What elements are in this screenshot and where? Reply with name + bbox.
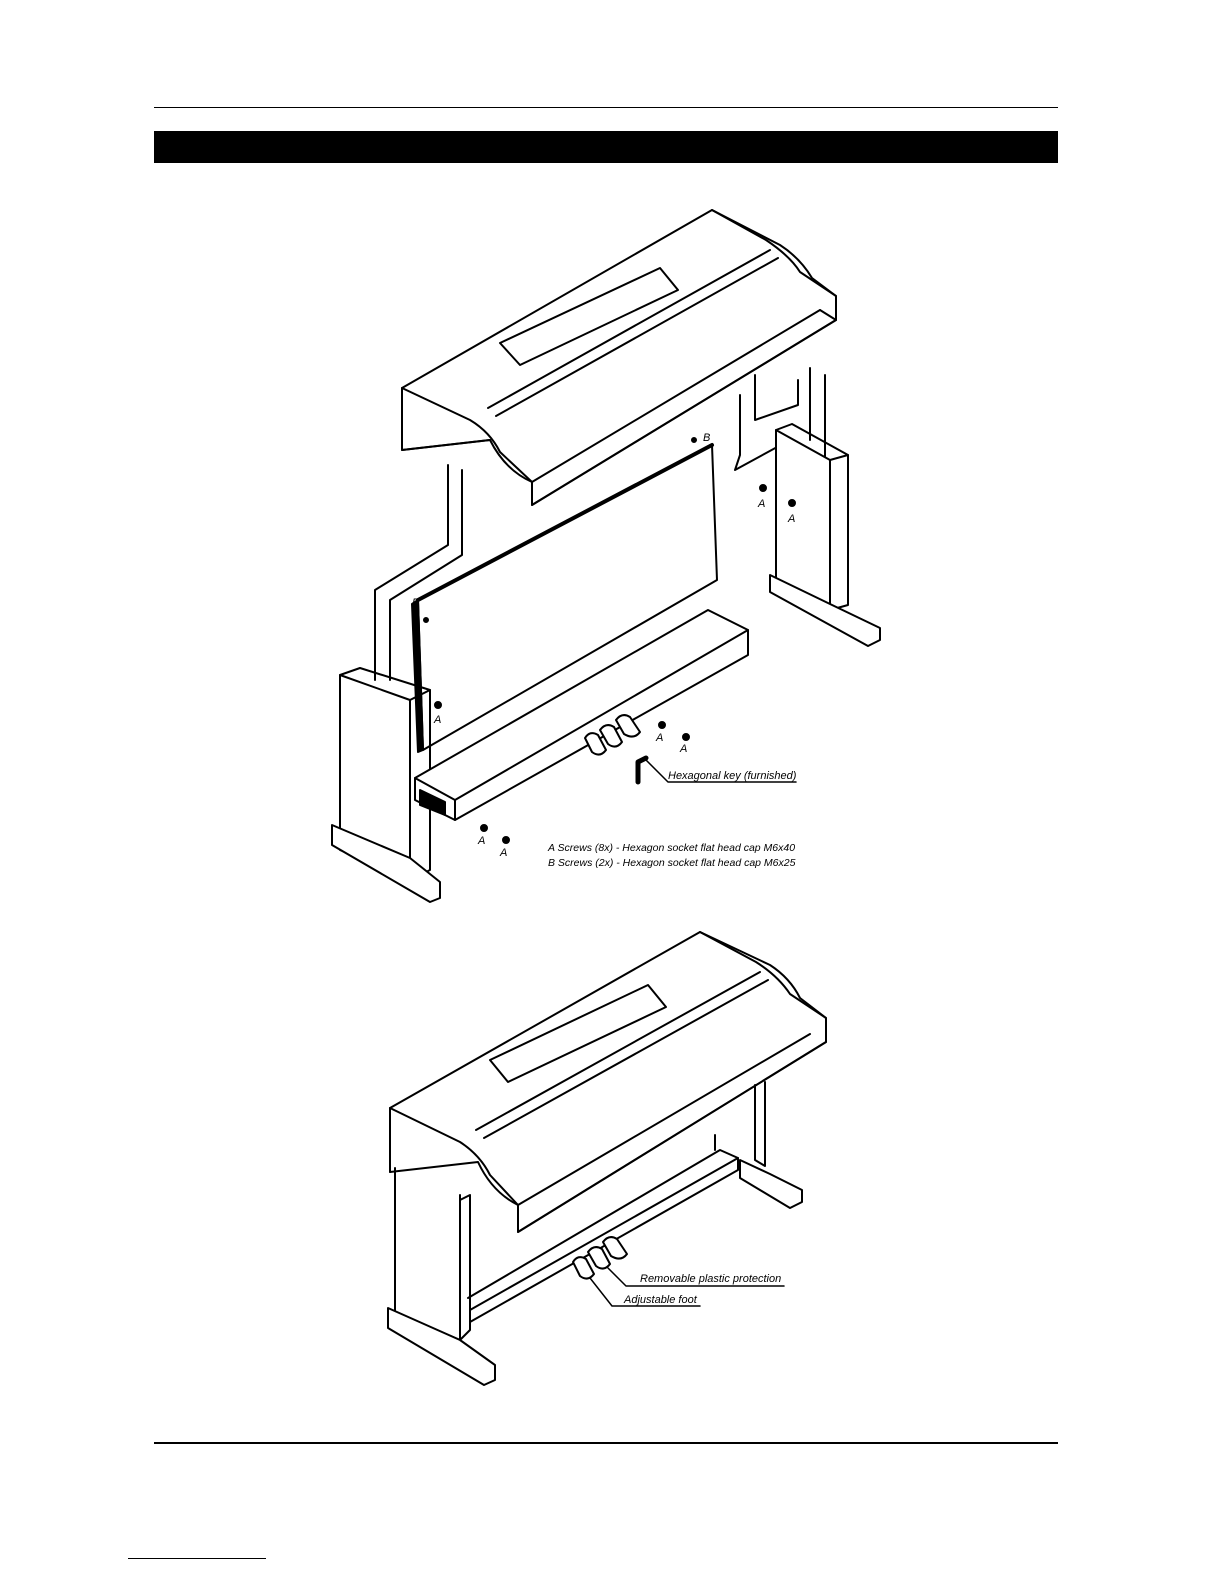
plastic-protection-label: Removable plastic protection <box>640 1273 781 1285</box>
assembled-pedal-cluster <box>573 1237 627 1278</box>
callout-a-2: A <box>787 513 795 525</box>
assembled-left-leg <box>388 1168 495 1385</box>
callout-b-left: B <box>412 597 419 609</box>
callout-a-5: A <box>679 743 687 755</box>
footer-rule <box>154 1442 1058 1444</box>
callout-a-3: A <box>433 714 441 726</box>
piano-body <box>402 210 836 505</box>
legend-b-screws: B Screws (2x) - Hexagon socket flat head… <box>548 857 796 869</box>
legend-a-screws: A Screws (8x) - Hexagon socket flat head… <box>547 842 795 854</box>
callout-a-4: A <box>655 732 663 744</box>
callout-a-7: A <box>499 847 507 859</box>
footnote-rule <box>128 1558 266 1559</box>
adjustable-foot-label: Adjustable foot <box>623 1294 698 1306</box>
right-side-panel <box>770 424 880 646</box>
callout-a-1: A <box>757 498 765 510</box>
callout-b-top: B <box>703 432 710 444</box>
assembled-right-leg <box>740 1082 802 1208</box>
assembled-view-figure: Removable plastic protection Adjustable … <box>388 932 826 1385</box>
callout-a-6: A <box>477 835 485 847</box>
exploded-view-figure: B B A A A A A A A Hexagonal key (furnish… <box>332 210 880 902</box>
hex-key-label: Hexagonal key (furnished) <box>668 770 797 782</box>
